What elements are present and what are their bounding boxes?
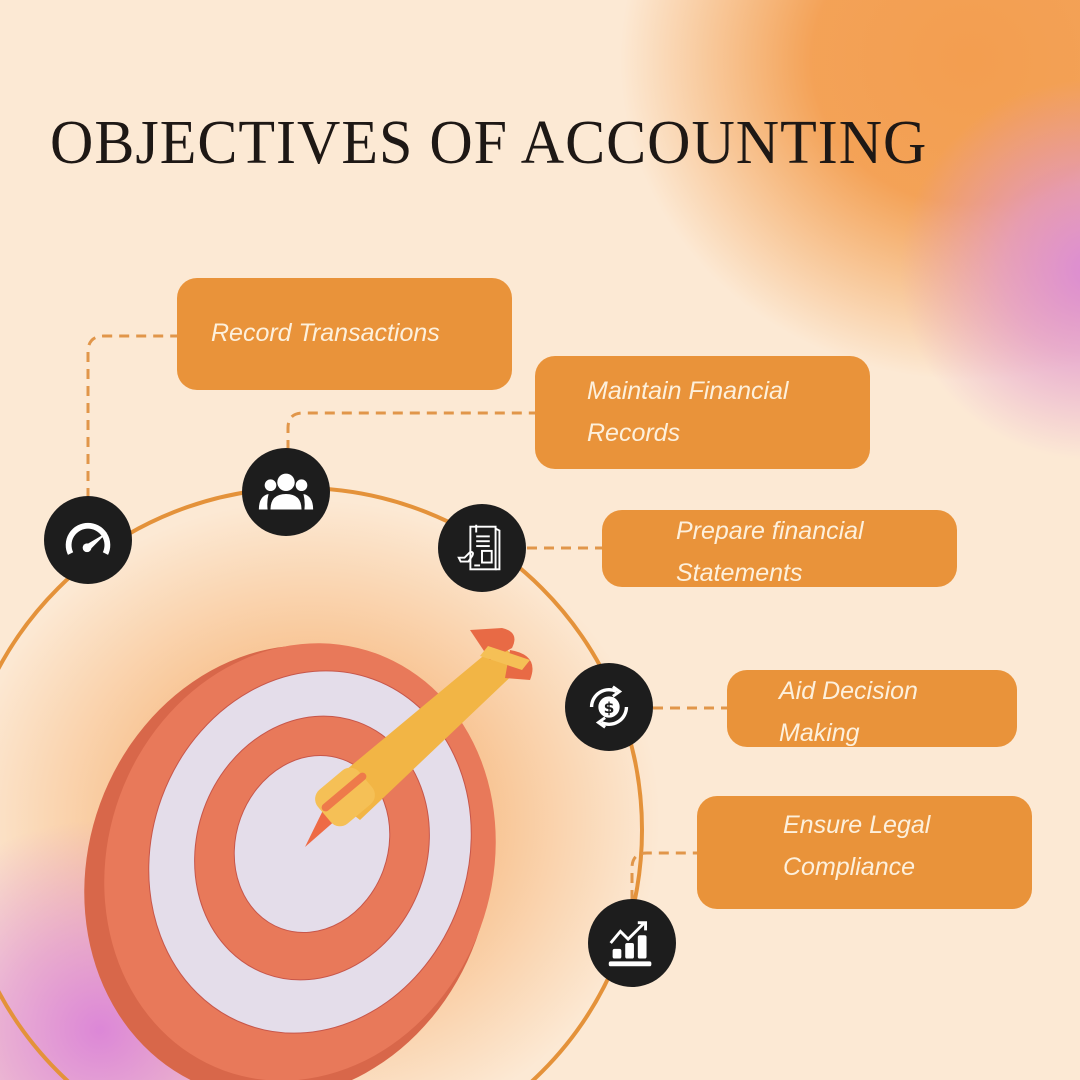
objective-box-prepare-statements: Prepare financial Statements bbox=[602, 510, 957, 587]
objective-label: Ensure Legal bbox=[783, 811, 931, 839]
connector-1 bbox=[86, 334, 177, 498]
connector-2 bbox=[286, 411, 535, 450]
objective-box-aid-decision: Aid Decision Making bbox=[727, 670, 1017, 747]
dollar-cycle-icon: $ bbox=[565, 663, 653, 751]
objective-box-legal-compliance: Ensure Legal Compliance bbox=[697, 796, 1032, 909]
objective-box-maintain-records: Maintain Financial Records bbox=[535, 356, 870, 469]
connector-5 bbox=[630, 851, 697, 900]
objective-label: Making bbox=[779, 719, 860, 747]
objective-label: Aid Decision bbox=[779, 677, 918, 705]
objective-label: Statements bbox=[676, 559, 803, 587]
objective-label: Record Transactions bbox=[211, 319, 440, 347]
svg-text:$: $ bbox=[604, 699, 615, 717]
objective-label: Maintain Financial bbox=[587, 377, 789, 405]
dartboard-illustration bbox=[84, 628, 533, 1080]
objective-label: Records bbox=[587, 419, 681, 447]
growth-chart-icon bbox=[588, 899, 676, 987]
objective-label: Compliance bbox=[783, 853, 916, 881]
page-title: OBJECTIVES OF ACCOUNTING bbox=[50, 107, 928, 177]
objective-box-record-transactions: Record Transactions bbox=[177, 278, 512, 390]
user-group-icon bbox=[242, 448, 330, 536]
financial-report-icon bbox=[438, 504, 526, 592]
speedometer-icon bbox=[44, 496, 132, 584]
objective-label: Prepare financial bbox=[676, 517, 864, 545]
